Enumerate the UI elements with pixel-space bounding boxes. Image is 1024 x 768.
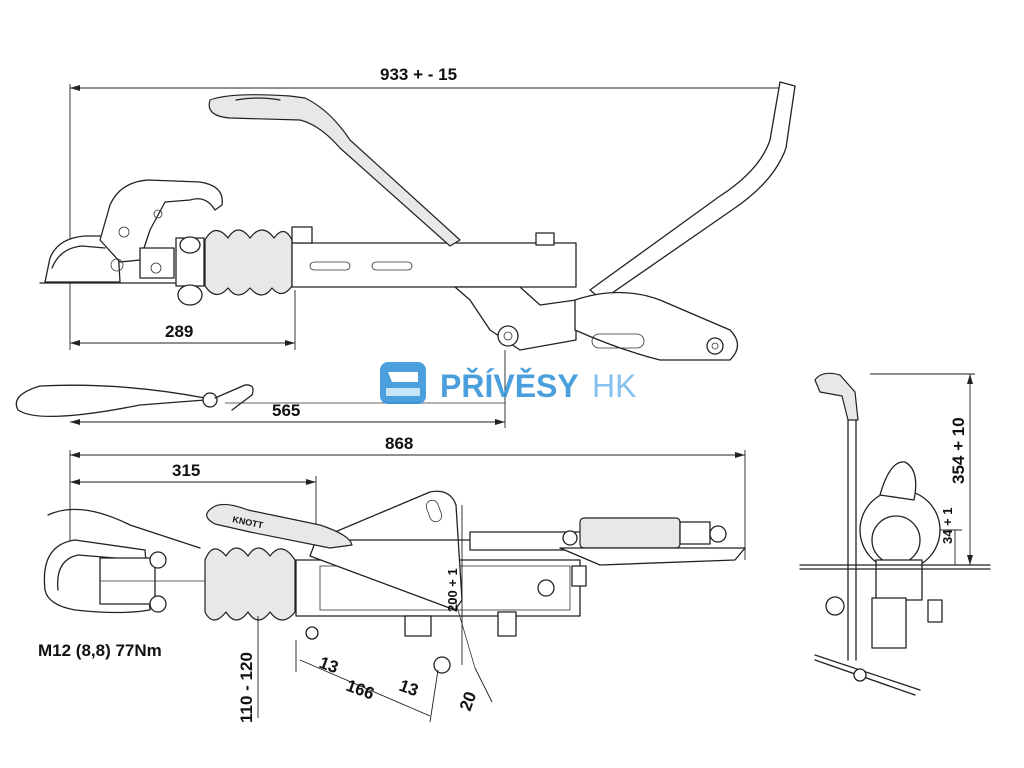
drawbar-tube [291, 226, 577, 351]
bellows-top [204, 229, 293, 296]
dim-mid-hole-height: 200 + 1 [445, 505, 463, 665]
handbrake-lever-front [208, 94, 461, 247]
bellows-plan [204, 547, 296, 621]
dim-spacing-c-label: 13 [397, 676, 421, 700]
handbrake-lever-rear [574, 81, 796, 361]
dim-side-height: 354 + 10 [870, 373, 975, 565]
dim-top-overall: 933 + - 15 [69, 65, 790, 350]
handbrake-lever-plan: KNOTT [206, 503, 471, 549]
coupling-head [39, 179, 223, 306]
dim-side-small: 34 + 1 [940, 507, 962, 565]
coupling-head-plan [43, 508, 205, 614]
dim-hole-spacing: 13 166 13 20 [295, 640, 493, 723]
watermark-logo: PŘÍVĚSY HK [380, 362, 636, 404]
shock-absorber [469, 517, 746, 566]
dim-spacing-d-label: 20 [456, 689, 480, 713]
dim-spacing-b-label: 166 [344, 676, 377, 704]
plan-view: 868 315 [38, 434, 746, 723]
dim-top-coupling-label: 289 [165, 322, 193, 341]
dim-height-range-label: 110 - 120 [237, 652, 256, 723]
dim-mid-overall-label: 868 [385, 434, 413, 453]
top-assembly-view: 933 + - 15 [15, 65, 796, 428]
dim-top-overall-label: 933 + - 15 [380, 65, 457, 84]
end-view: 354 + 10 34 + 1 [799, 372, 991, 696]
breakaway-cable [15, 384, 505, 418]
watermark-text-light: HK [592, 368, 636, 404]
dim-height-range: 110 - 120 [237, 616, 259, 723]
tube-plan [295, 490, 587, 674]
dim-mid-overall: 868 [69, 434, 746, 560]
dim-mid-partial: 315 [70, 461, 317, 540]
dim-side-height-label: 354 + 10 [949, 417, 968, 484]
dim-top-coupling: 289 [70, 290, 296, 350]
dim-mid-partial-label: 315 [172, 461, 200, 480]
dim-side-small-label: 34 + 1 [940, 507, 955, 544]
watermark-text-bold: PŘÍVĚSY [440, 368, 579, 404]
dim-spacing-a-label: 13 [317, 653, 341, 677]
dim-mid-hole-height-label: 200 + 1 [445, 568, 460, 612]
bolt-spec-label: M12 (8,8) 77Nm [38, 641, 162, 660]
dim-top-cable: 565 [70, 350, 506, 428]
dim-top-cable-label: 565 [272, 401, 300, 420]
